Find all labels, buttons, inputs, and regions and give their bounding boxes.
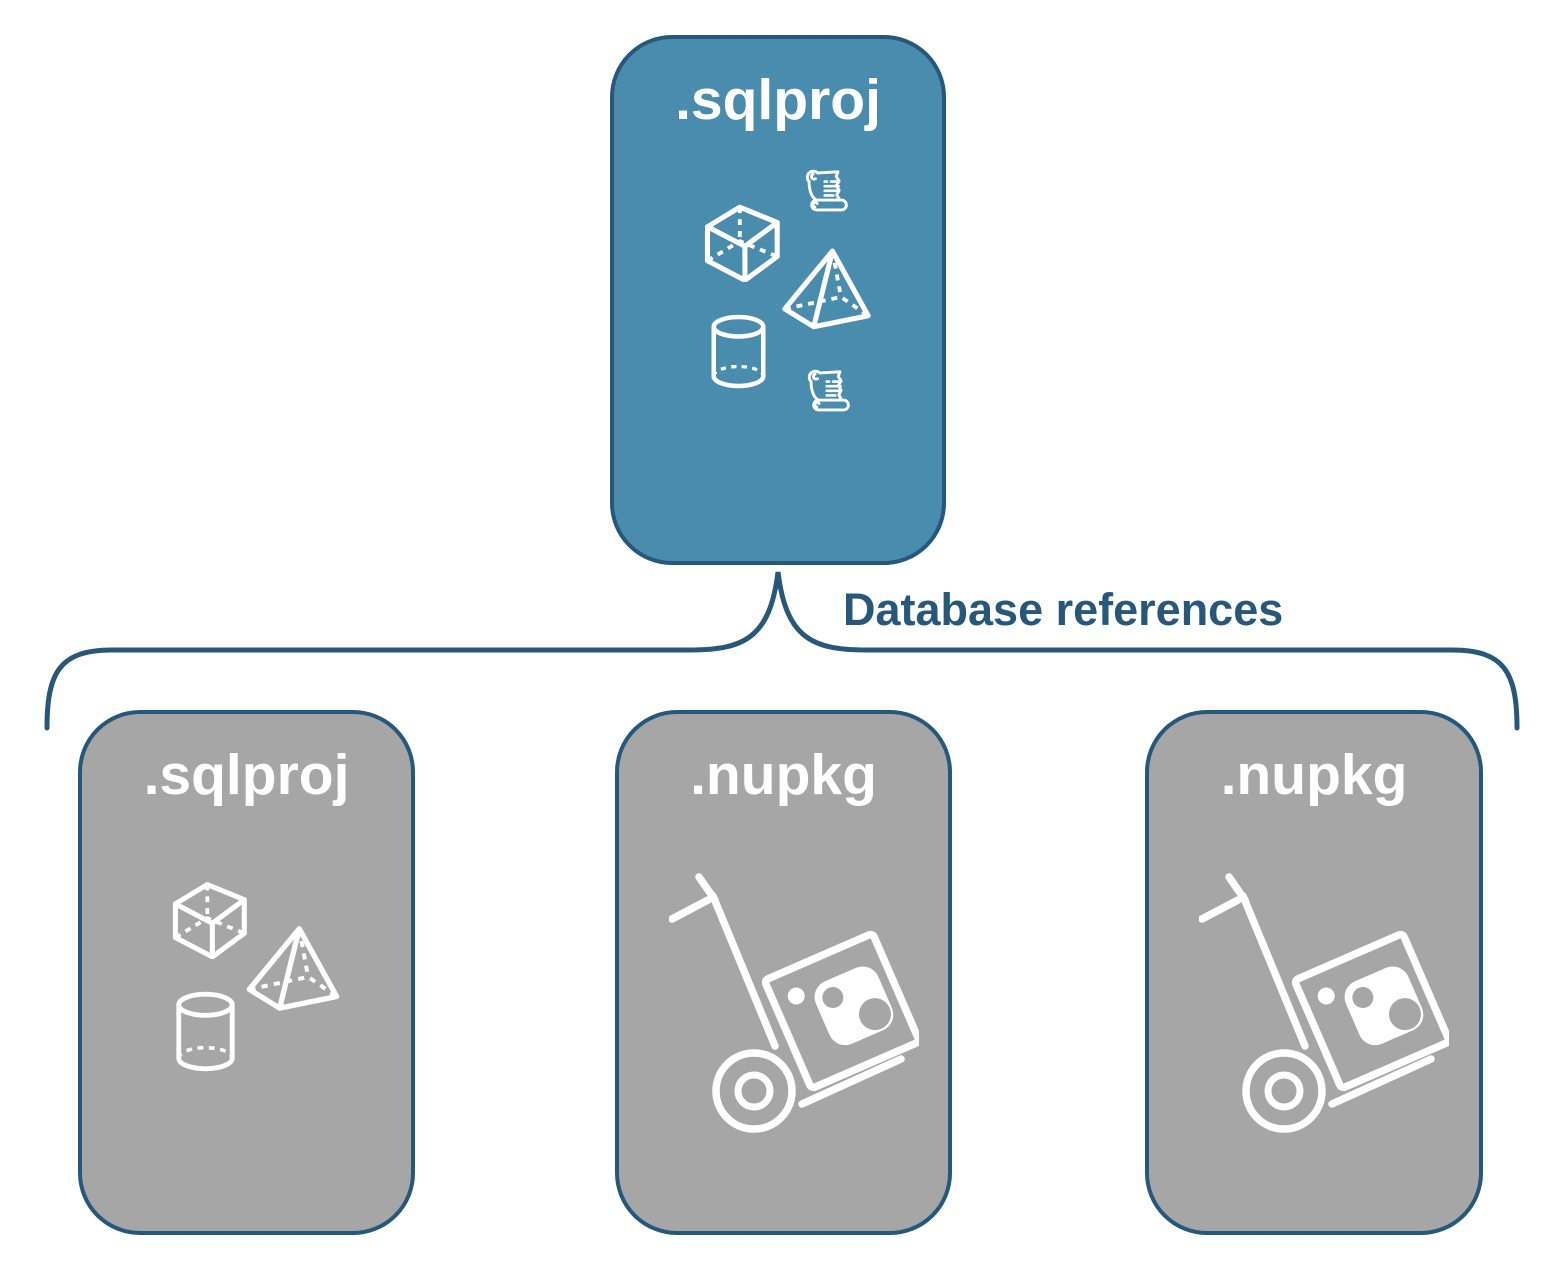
package-dolly-icon [1199,869,1449,1139]
node-child-title: .sqlproj [143,743,350,807]
sql-objects-icon-cluster [694,169,879,412]
scroll-icon [805,169,848,212]
cylinder-icon [714,317,764,386]
cylinder-icon [179,994,232,1069]
pyramid-icon [249,929,336,1008]
pyramid-icon [785,251,868,327]
scroll-icon [807,369,850,412]
sql-objects-icon-cluster [162,869,352,1079]
node-child-title: .nupkg [1220,743,1408,807]
node-child-nupkg: .nupkg [615,710,952,1235]
connector-label: Database references [843,584,1284,635]
cube-icon [708,207,778,280]
cube-icon [175,885,244,957]
node-child-nupkg: .nupkg [1145,710,1483,1235]
node-root-title: .sqlproj [675,68,881,132]
node-root-sqlproj: .sqlproj [610,35,946,565]
package-dolly-icon [669,869,919,1139]
node-child-sqlproj: .sqlproj [78,710,415,1235]
node-child-title: .nupkg [690,743,877,807]
